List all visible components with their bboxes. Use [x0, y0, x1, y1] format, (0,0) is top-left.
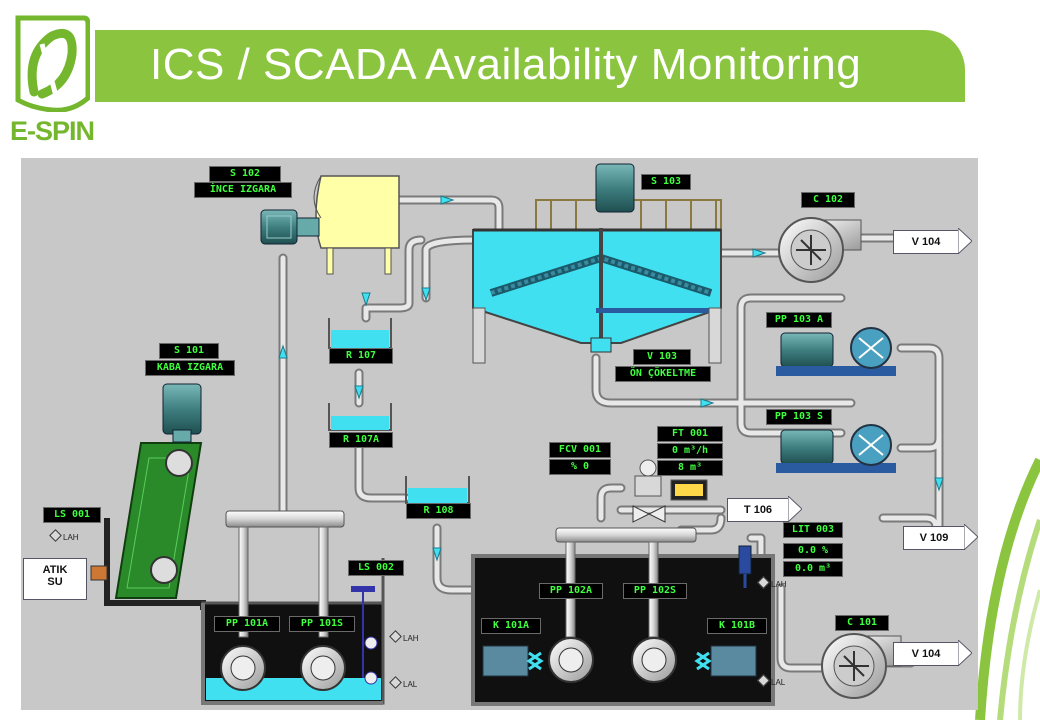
drum-screen — [313, 175, 400, 275]
tag-s101-desc: KABA IZGARA — [145, 360, 235, 376]
clarifier-tank — [472, 163, 722, 364]
flow-meter — [670, 479, 708, 501]
alarm-label: LAH — [63, 533, 79, 542]
tag-k101a: K 101A — [481, 618, 541, 634]
outlet-t106[interactable]: T 106 — [727, 498, 789, 522]
tag-pp102s: PP 102S — [623, 583, 687, 599]
fcv001-value: % 0 — [549, 459, 611, 475]
tank-r107a — [328, 403, 392, 431]
tag-c101: C 101 — [835, 615, 889, 631]
wet-well-1 — [201, 510, 385, 705]
inlet-box[interactable]: ATIK SU — [23, 558, 87, 600]
lit003-volume-value: 0.0 m³ — [783, 561, 843, 577]
pump-pp103a — [776, 327, 896, 376]
alarm-label: LAL — [403, 680, 418, 689]
pump-pp103s — [776, 424, 896, 473]
control-valve — [632, 459, 666, 523]
tag-r107: R 107 — [329, 348, 393, 364]
alarm-ls002-lah: LAH — [389, 630, 419, 644]
motor-s102 — [260, 209, 320, 245]
tag-s102-desc: İNCE IZGARA — [194, 182, 292, 198]
inlet-label-1: ATIK — [42, 564, 68, 576]
alarm-ls002-lal: LAL — [389, 676, 418, 690]
tank-r107 — [328, 318, 392, 349]
tag-pp101a: PP 101A — [214, 616, 280, 632]
tag-k101b: K 101B — [707, 618, 767, 634]
tag-lit003: LIT 003 — [783, 522, 843, 538]
tag-pp101s: PP 101S — [289, 616, 355, 632]
tag-v103-desc: ÖN ÇÖKELTME — [615, 366, 711, 382]
tag-ls001: LS 001 — [43, 507, 101, 523]
tag-v103: V 103 — [633, 349, 691, 365]
alarm-lit003-lal: LAL — [757, 674, 786, 688]
tag-pp103a: PP 103 A — [766, 312, 832, 328]
alarm-lit003-lah: LAH — [757, 576, 787, 590]
blower-c101 — [821, 633, 902, 699]
alarm-label: LAL — [771, 678, 786, 687]
lit003-percent-value: 0.0 % — [783, 543, 843, 559]
tag-ls002: LS 002 — [348, 560, 404, 576]
tank-r108 — [405, 476, 470, 504]
tag-c102: C 102 — [801, 192, 855, 208]
alarm-label: LAH — [771, 580, 787, 589]
e-spin-logo — [12, 14, 91, 113]
page-title: ICS / SCADA Availability Monitoring — [150, 40, 862, 89]
alarm-ls001-lah: LAH — [49, 529, 79, 543]
outlet-v104-bottom[interactable]: V 104 — [893, 642, 959, 666]
tag-s101: S 101 — [159, 343, 219, 359]
tag-pp102a: PP 102A — [539, 583, 603, 599]
ft001-total-value: 8 m³ — [657, 460, 723, 476]
brand-name: E-SPIN — [10, 116, 95, 146]
inlet-label-2: SU — [47, 576, 63, 588]
title-band — [95, 30, 965, 102]
tag-ft001: FT 001 — [657, 426, 723, 442]
ft001-flow-value: 0 m³/h — [657, 443, 723, 459]
tag-s102: S 102 — [209, 166, 281, 182]
tag-fcv001: FCV 001 — [549, 442, 611, 458]
alarm-diamond-icon — [757, 576, 770, 589]
tag-pp103s: PP 103 S — [766, 409, 832, 425]
tag-r107a: R 107A — [329, 432, 393, 448]
tag-s103: S 103 — [641, 174, 691, 190]
outlet-v109[interactable]: V 109 — [903, 526, 965, 550]
alarm-diamond-icon — [757, 674, 770, 687]
blower-c102 — [778, 217, 862, 283]
outlet-v104-top[interactable]: V 104 — [893, 230, 959, 254]
alarm-diamond-icon — [49, 529, 62, 542]
coarse-screen — [114, 383, 203, 599]
alarm-diamond-icon — [389, 676, 402, 689]
tag-r108: R 108 — [406, 503, 471, 519]
alarm-label: LAH — [403, 634, 419, 643]
scada-panel: S 102 İNCE IZGARA S 103 C 102 PP 103 A P… — [21, 158, 978, 710]
alarm-diamond-icon — [389, 630, 402, 643]
wet-well-2 — [471, 527, 775, 706]
decorative-swoosh — [975, 457, 1040, 720]
